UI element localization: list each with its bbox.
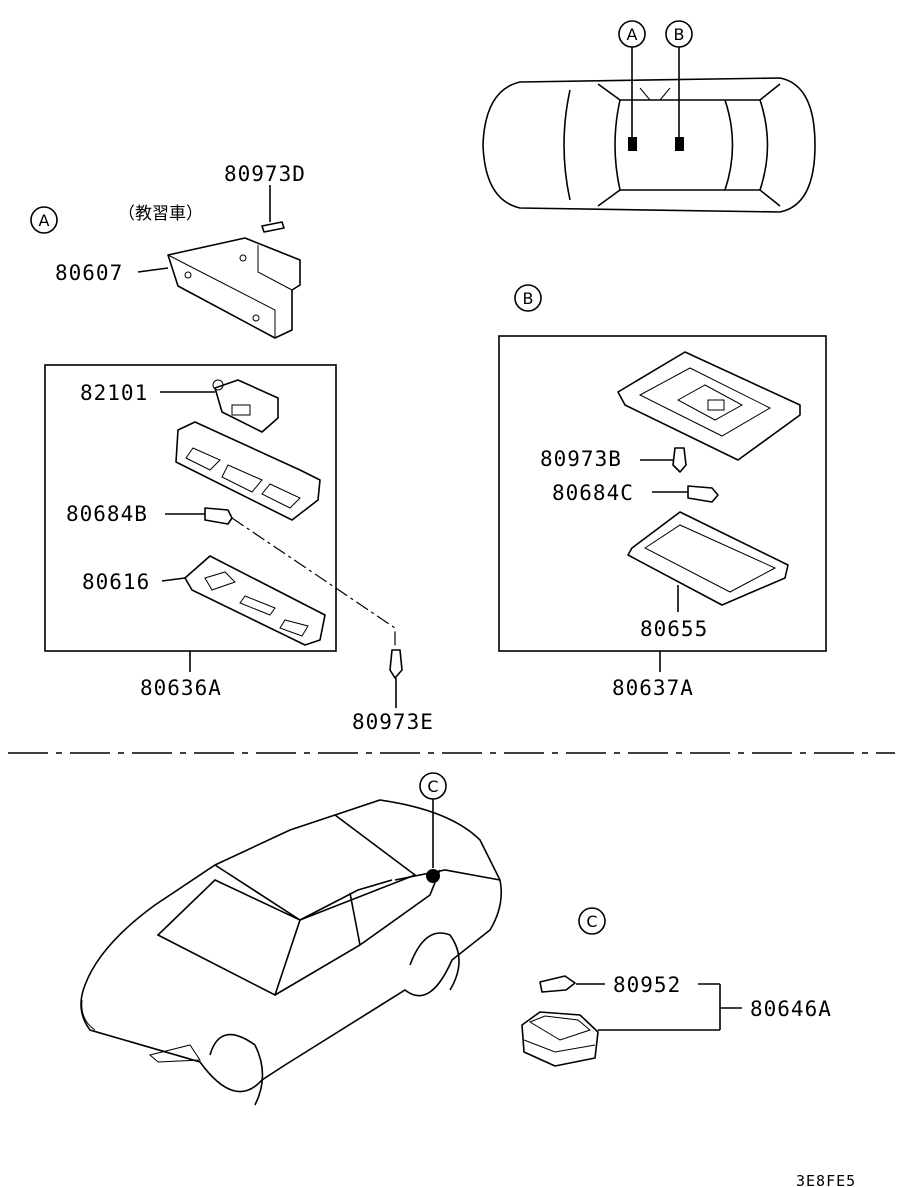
callout-a bbox=[30, 206, 58, 234]
screw-80973D bbox=[261, 221, 285, 233]
callout-c-top-label: C bbox=[427, 777, 438, 796]
part-label-80655: 80655 bbox=[640, 617, 708, 641]
callout-a-top bbox=[618, 20, 646, 48]
bulb-80952 bbox=[539, 975, 576, 993]
car-top-view: A B bbox=[482, 20, 816, 213]
lamp-location-c bbox=[426, 869, 440, 883]
part-label-80973E: 80973E bbox=[352, 710, 434, 734]
part-label-80973D: 80973D bbox=[224, 162, 306, 186]
part-label-80646A: 80646A bbox=[750, 997, 832, 1021]
section-a: A （教習車） 80973D 80607 82101 80684B bbox=[30, 162, 434, 734]
bracket-80607 bbox=[167, 237, 301, 339]
lens-80655 bbox=[627, 511, 789, 606]
section-c: C 80952 80646A bbox=[521, 907, 832, 1067]
part-label-80636A: 80636A bbox=[140, 676, 222, 700]
callout-b-top-label: B bbox=[674, 25, 685, 44]
part-label-80616: 80616 bbox=[82, 570, 150, 594]
car-perspective-view: C bbox=[80, 772, 503, 1106]
bulb-80684C bbox=[687, 485, 719, 503]
part-label-80952: 80952 bbox=[613, 973, 681, 997]
lamp-80646A bbox=[521, 1011, 599, 1067]
diagram-reference-code: 3E8FE5 bbox=[796, 1172, 856, 1187]
part-label-80684B: 80684B bbox=[66, 502, 148, 526]
callout-a-label: A bbox=[39, 211, 50, 230]
part-label-80973B: 80973B bbox=[540, 447, 622, 471]
callout-b-top bbox=[665, 20, 693, 48]
callout-b bbox=[514, 284, 542, 312]
lamp-housing bbox=[175, 421, 321, 521]
note-training-car: （教習車） bbox=[118, 204, 203, 224]
part-label-80684C: 80684C bbox=[552, 481, 634, 505]
part-label-80607: 80607 bbox=[55, 261, 123, 285]
callout-c-label: C bbox=[586, 912, 597, 931]
callout-c bbox=[578, 907, 606, 935]
bulb-80684B bbox=[204, 507, 233, 525]
section-b: B 80973B 80684C 80655 80637A bbox=[498, 284, 827, 700]
screw-80973B bbox=[672, 447, 687, 473]
frame-80637A bbox=[498, 335, 827, 652]
lamp-base bbox=[617, 351, 801, 461]
part-label-82101: 82101 bbox=[80, 381, 148, 405]
callout-c-top bbox=[419, 772, 447, 800]
part-label-80637A: 80637A bbox=[612, 676, 694, 700]
callout-b-label: B bbox=[523, 289, 534, 308]
callout-a-top-label: A bbox=[627, 25, 638, 44]
switch-82101 bbox=[214, 379, 279, 433]
screw-80973E bbox=[389, 649, 403, 679]
